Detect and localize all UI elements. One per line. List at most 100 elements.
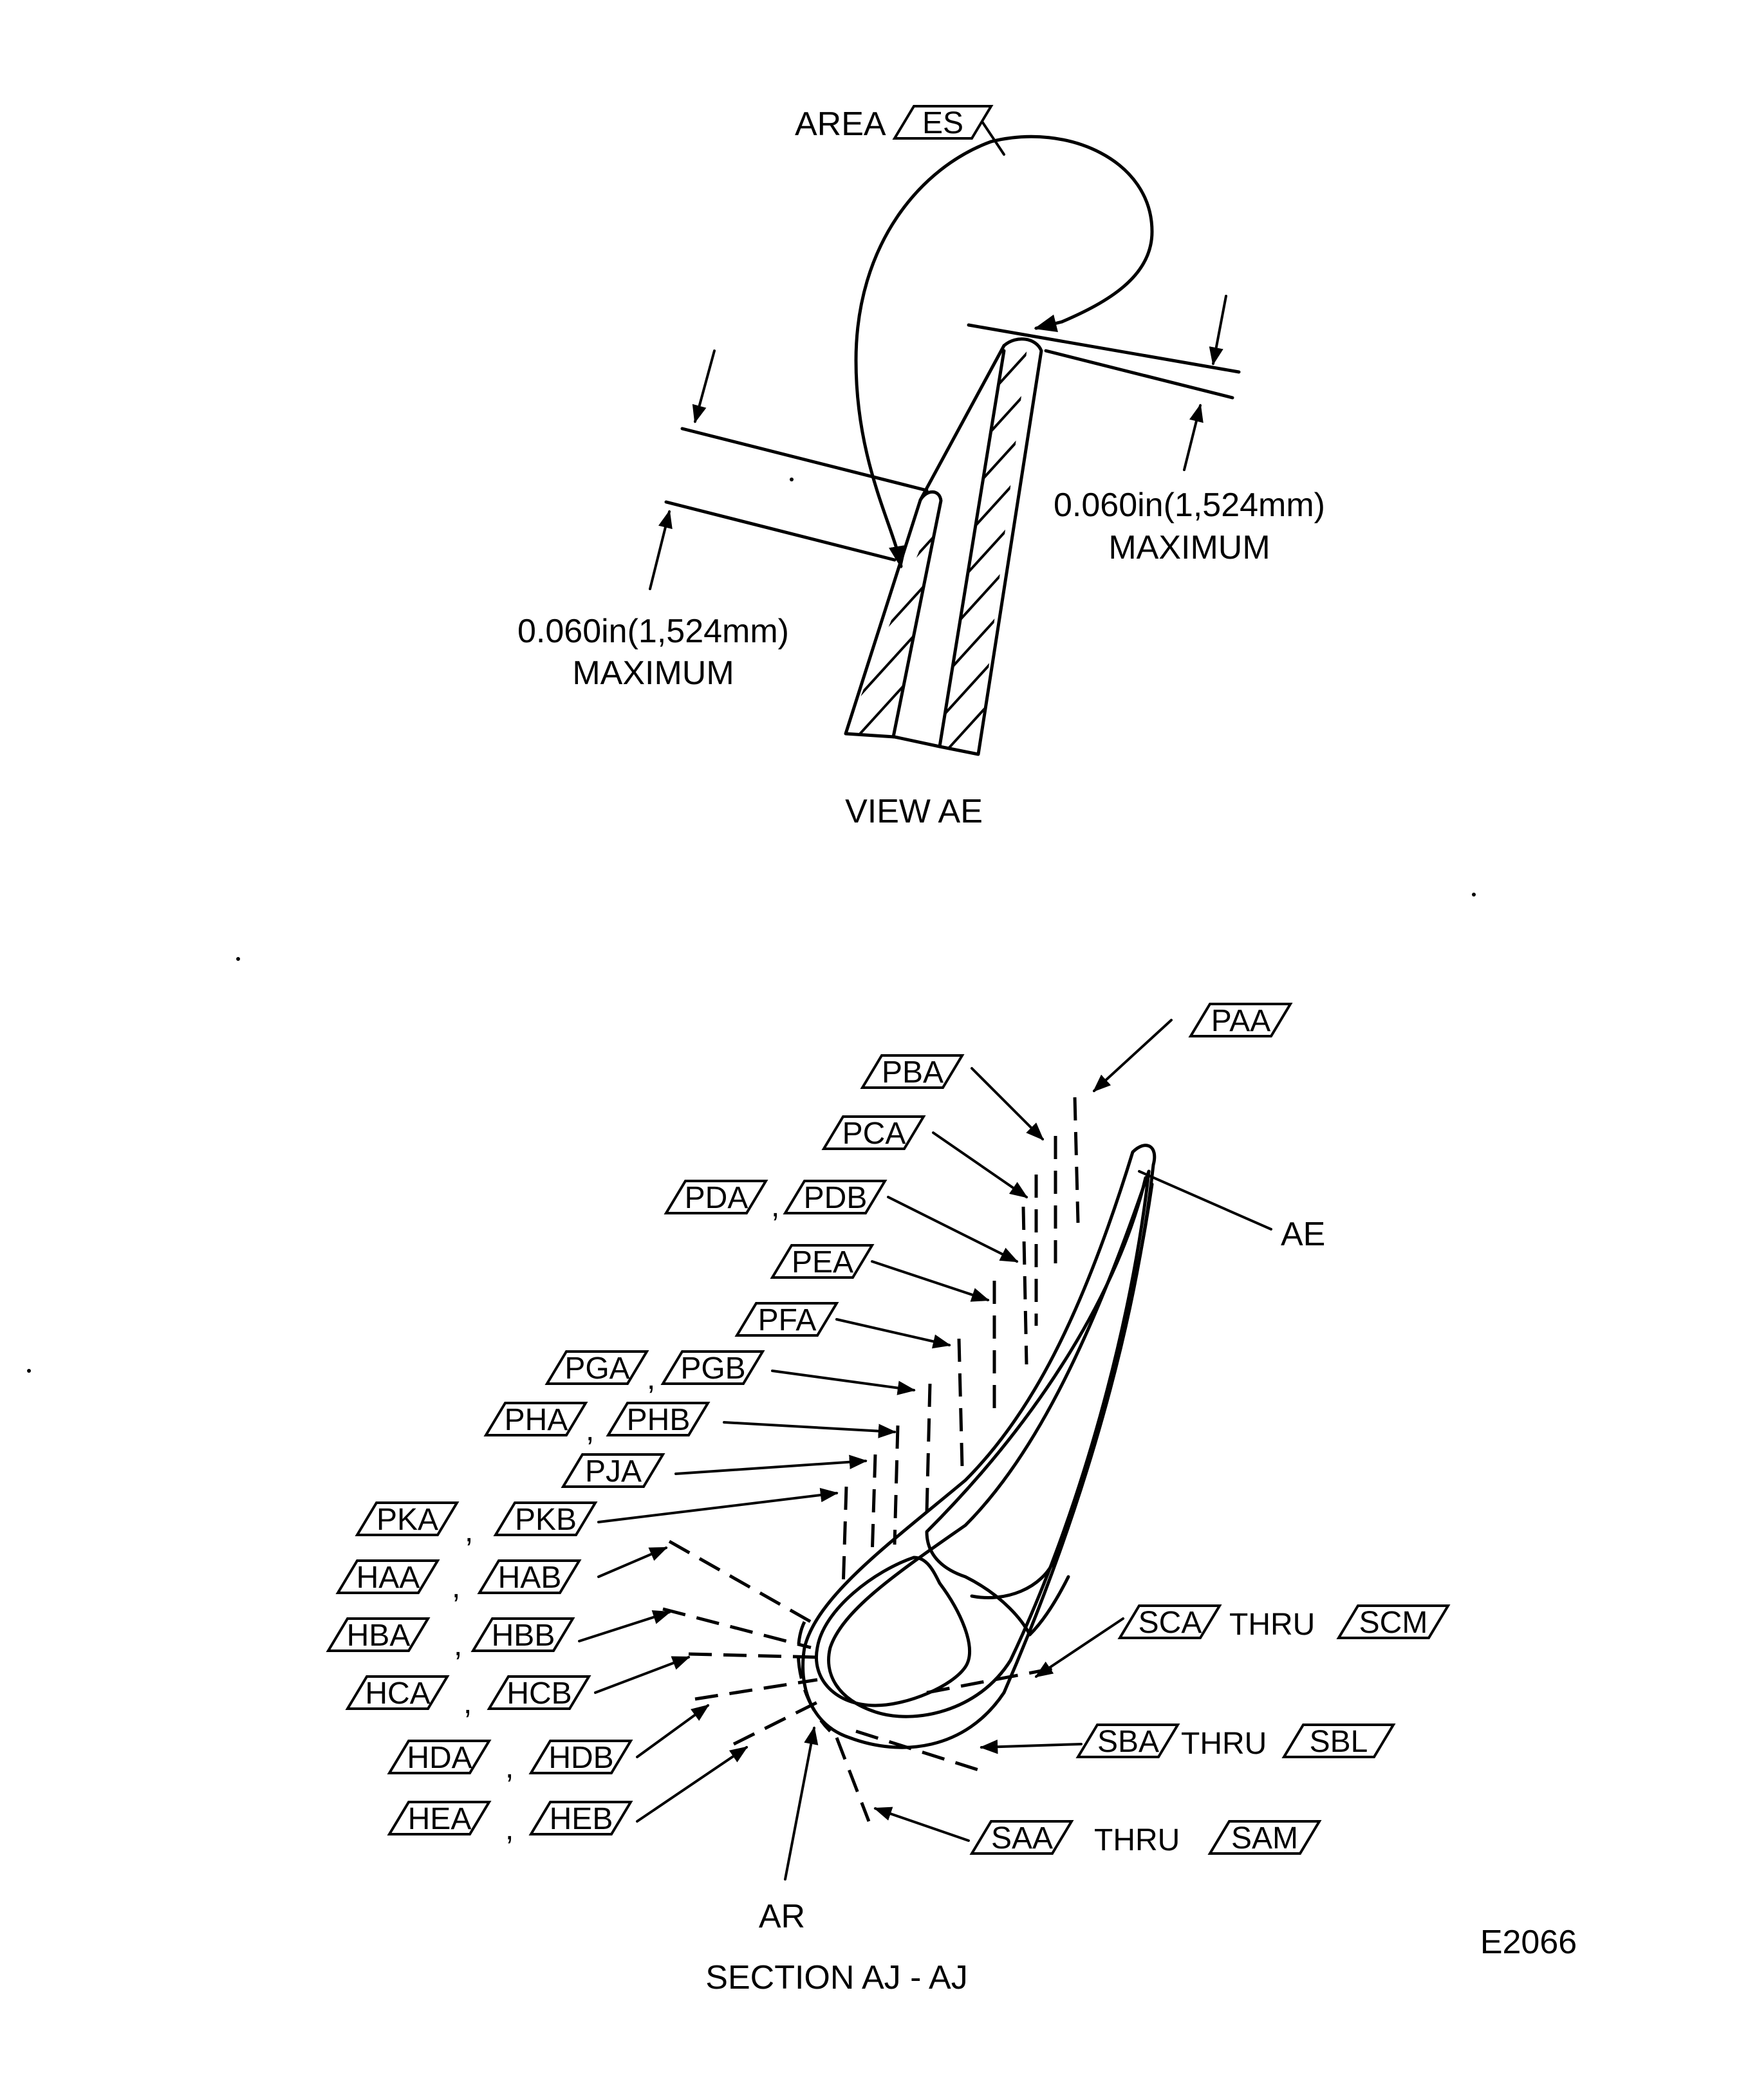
section-sep-pd: , (771, 1189, 779, 1223)
dim-right-ext-2 (1044, 349, 1234, 400)
section-tag-hb-a: HBA (326, 1617, 431, 1653)
section-tag-pd-b: PDB (783, 1180, 888, 1215)
svg-text:SCM: SCM (1359, 1606, 1428, 1640)
section-tag-pg-b: PGB (660, 1350, 765, 1386)
svg-text:PHA: PHA (505, 1403, 568, 1437)
svg-text:PFA: PFA (758, 1303, 817, 1337)
svg-text:HAA: HAA (357, 1561, 420, 1595)
dim-right-value: 0.060in(1,524mm) (1054, 487, 1325, 524)
svg-text:PKA: PKA (376, 1503, 438, 1537)
svg-text:SBA: SBA (1097, 1725, 1159, 1759)
section-tag-pe: PEA (770, 1244, 875, 1279)
svg-text:THRU: THRU (1181, 1727, 1267, 1761)
section-tag-hc-b: HCB (487, 1675, 591, 1711)
dim-left-value: 0.060in(1,524mm) (517, 613, 789, 650)
area-tag: ES (892, 105, 994, 140)
area-es-outline (989, 135, 1154, 324)
section-tag-hd-b: HDB (528, 1740, 633, 1775)
section-tag-hd-a: HDA (387, 1740, 492, 1775)
svg-text:PDA: PDA (685, 1181, 748, 1215)
svg-text:HCB: HCB (507, 1677, 572, 1711)
dim-left-arrow-2 (649, 510, 673, 590)
svg-text:HDA: HDA (407, 1741, 472, 1775)
section-tag-hc-a: HCA (345, 1675, 450, 1711)
section-tag-pf: PFA (734, 1302, 839, 1337)
section-tag-pd-a: PDA (664, 1180, 768, 1215)
section-tag-ha-a: HAA (335, 1559, 440, 1595)
svg-text:HCA: HCA (365, 1677, 430, 1711)
section-tag-pa: PAA (1188, 1003, 1293, 1038)
svg-text:PDB: PDB (804, 1181, 868, 1215)
svg-text:PCA: PCA (842, 1117, 906, 1151)
airfoil-outer (801, 1144, 1157, 1749)
svg-text:ES: ES (922, 106, 963, 140)
svg-text:HAB: HAB (498, 1561, 562, 1595)
dim-right-arrow-1 (1209, 295, 1227, 366)
svg-text:PGB: PGB (680, 1352, 745, 1386)
figure-id: E2066 (1480, 1924, 1577, 1961)
area-label: AREA (795, 106, 886, 143)
part-inner-edge (918, 344, 1006, 502)
section-title: SECTION AJ - AJ (705, 1959, 967, 1996)
section-tag-pg-a: PGA (544, 1350, 649, 1386)
section-sep-ph: , (586, 1413, 594, 1447)
svg-text:HDB: HDB (548, 1741, 613, 1775)
dim-right-arrow-2 (1183, 404, 1204, 471)
svg-text:PKB: PKB (515, 1503, 577, 1537)
area-es-arrow-tip (1034, 314, 1064, 332)
hatch-right (940, 346, 1027, 754)
part-outline (844, 337, 1043, 756)
section-sep-pk: , (465, 1514, 473, 1548)
section-tag-pk-a: PKA (355, 1501, 460, 1537)
svg-text:THRU: THRU (1094, 1823, 1180, 1857)
section-sep-pg: , (647, 1362, 655, 1396)
airfoil-rib (925, 1176, 1148, 1637)
svg-text:THRU: THRU (1229, 1608, 1315, 1642)
svg-text:HEA: HEA (408, 1802, 472, 1836)
svg-text:SAA: SAA (991, 1821, 1053, 1855)
section-tag-pb: PBA (860, 1054, 965, 1090)
svg-text:SCA: SCA (1139, 1606, 1202, 1640)
ae-label: AE (1281, 1216, 1325, 1253)
section-sep-hd: , (505, 1751, 514, 1785)
section-aj: AE AR SECTION AJ - AJ (578, 1019, 1325, 1996)
dim-left-ext-2 (664, 500, 897, 562)
view-ae-title: VIEW AE (845, 793, 983, 830)
svg-text:PJA: PJA (585, 1454, 642, 1489)
section-tag-pj: PJA (561, 1453, 665, 1489)
svg-text:PGA: PGA (564, 1352, 629, 1386)
svg-text:PEA: PEA (792, 1245, 853, 1279)
area-es-arrow (854, 140, 993, 569)
svg-text:PAA: PAA (1211, 1004, 1270, 1038)
scan-specks (27, 478, 1476, 1373)
section-sep-hc: , (463, 1686, 472, 1720)
range-sb: SBA THRU SBL (1075, 1724, 1396, 1761)
section-tag-ph-a: PHA (483, 1402, 588, 1437)
part-core (938, 349, 1006, 748)
hatch-left (846, 500, 940, 737)
section-sep-hb: , (454, 1628, 462, 1662)
svg-text:PHB: PHB (627, 1403, 691, 1437)
view-ae: AREA ES 0.060in(1,524mm) MAXIMUM 0.060in… (517, 105, 1325, 830)
svg-text:PBA: PBA (882, 1055, 944, 1090)
section-leaders (578, 1019, 1272, 1881)
dim-left-arrow-1 (692, 349, 716, 423)
section-tag-pc: PCA (821, 1115, 926, 1151)
section-tag-pk-b: PKB (493, 1501, 598, 1537)
section-tag-ha-b: HAB (477, 1559, 582, 1595)
ar-label: AR (759, 1898, 805, 1935)
section-sep-he: , (505, 1812, 514, 1846)
svg-text:SBL: SBL (1310, 1725, 1368, 1759)
dim-right-ext-1 (967, 323, 1241, 374)
svg-text:HBA: HBA (347, 1619, 411, 1653)
range-sc: SCA THRU SCM (1117, 1604, 1451, 1642)
section-tag-he-b: HEB (528, 1801, 633, 1836)
dim-right-note: MAXIMUM (1108, 529, 1270, 566)
section-sep-ha: , (452, 1570, 460, 1604)
section-tag-hb-b: HBB (470, 1617, 575, 1653)
dim-left-note: MAXIMUM (572, 655, 734, 692)
svg-text:HBB: HBB (492, 1619, 555, 1653)
leading-edge-arc (796, 1621, 832, 1733)
airfoil-rib-2 (970, 1182, 1154, 1599)
